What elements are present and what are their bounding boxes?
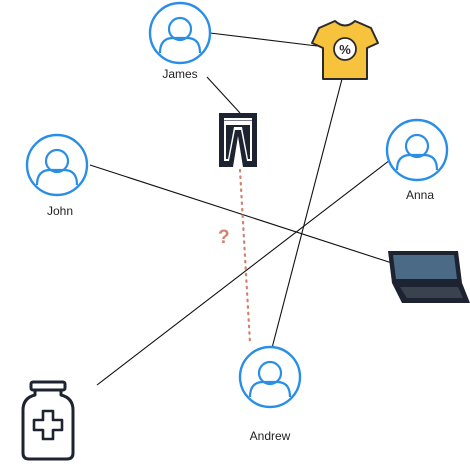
person-james[interactable] [148, 1, 212, 65]
item-shirt[interactable]: % [311, 20, 379, 80]
item-medicine[interactable] [21, 380, 75, 461]
edge-shirt-andrew [271, 78, 343, 349]
edge-james-shirt [209, 32, 318, 47]
edge-anna-medicine [96, 159, 391, 386]
person-label-john: John [47, 204, 73, 218]
item-pants[interactable] [219, 113, 257, 167]
item-laptop[interactable] [388, 251, 470, 303]
user-icon [238, 345, 302, 409]
laptop-icon [388, 251, 470, 303]
person-label-anna: Anna [406, 188, 434, 202]
person-john[interactable] [25, 133, 89, 197]
medicine-bottle-icon [21, 380, 75, 461]
user-icon [385, 118, 449, 182]
question-mark-label: ? [218, 227, 230, 248]
edge-john-laptop [89, 164, 399, 266]
person-anna[interactable] [385, 118, 449, 182]
discount-badge: % [339, 42, 351, 57]
user-icon [148, 1, 212, 65]
pants-icon [219, 113, 257, 167]
edge-james-pants [206, 76, 241, 114]
speculative-edge-pants-andrew [238, 168, 252, 345]
discount-shirt-icon: % [311, 20, 379, 80]
edges-layer [89, 32, 399, 386]
person-label-andrew: Andrew [250, 429, 291, 443]
user-icon [25, 133, 89, 197]
person-label-james: James [162, 67, 197, 81]
person-andrew[interactable] [238, 345, 302, 409]
